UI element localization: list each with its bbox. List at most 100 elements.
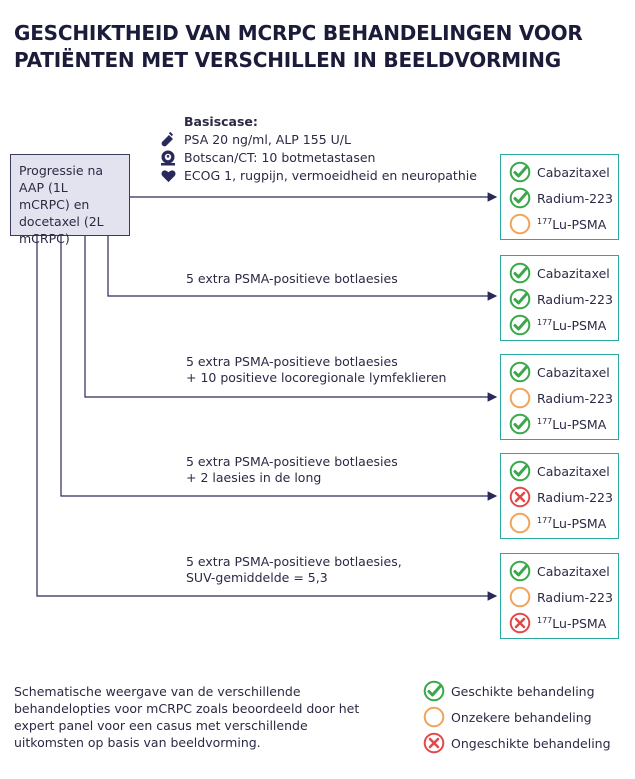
- connector-5: [36, 236, 498, 601]
- treatment-row-lu: 177Lu-PSMA: [509, 510, 618, 536]
- figure-caption: Schematische weergave van de verschillen…: [14, 684, 360, 750]
- isotope-name: Lu-PSMA: [552, 515, 607, 531]
- check-icon: [509, 288, 531, 310]
- scenario-line: 5 extra PSMA-positieve botlaesies: [186, 271, 398, 286]
- treatment-row-lu: 177Lu-PSMA: [509, 610, 618, 636]
- basecase-item: ECOG 1, rugpijn, vermoeidheid en neuropa…: [158, 167, 477, 185]
- isotope-name: Lu-PSMA: [552, 615, 607, 631]
- check-icon: [509, 413, 531, 435]
- legend-item-unsuitable: Ongeschikte behandeling: [423, 730, 611, 756]
- check-icon: [509, 187, 531, 209]
- check-icon: [509, 314, 531, 336]
- treatment-label: Cabazitaxel: [537, 463, 610, 479]
- check-icon: [509, 262, 531, 284]
- treatment-label: 177Lu-PSMA: [537, 417, 606, 432]
- treatment-row-cabazitaxel: Cabazitaxel: [509, 359, 618, 385]
- treatment-label: Radium-223: [537, 390, 613, 406]
- start-box: Progressie na AAP (1L mCRPC) en docetaxe…: [10, 154, 130, 246]
- treatment-label: Cabazitaxel: [537, 164, 610, 180]
- treatment-label: 177Lu-PSMA: [537, 616, 606, 631]
- legend: Geschikte behandeling Onzekere behandeli…: [423, 678, 611, 756]
- legend-label: Ongeschikte behandeling: [451, 735, 611, 751]
- scenario-2: 5 extra PSMA-positieve botlaesies: [186, 271, 398, 287]
- scenario-line: 5 extra PSMA-positieve botlaesies: [186, 354, 398, 369]
- test-tube-icon: [158, 131, 178, 149]
- treatment-label: Radium-223: [537, 489, 613, 505]
- cross-icon: [509, 612, 531, 634]
- legend-label: Geschikte behandeling: [451, 683, 595, 699]
- isotope-superscript: 177: [537, 416, 553, 426]
- cross-icon: [509, 486, 531, 508]
- treatment-row-radium: Radium-223: [509, 584, 618, 610]
- scenario-line: 5 extra PSMA-positieve botlaesies,: [186, 554, 402, 569]
- check-icon: [509, 460, 531, 482]
- scanner-icon: [158, 149, 178, 167]
- basecase: Basiscase: PSA 20 ng/ml, ALP 155 U/L Bot…: [158, 113, 477, 185]
- connector-2: [107, 236, 498, 301]
- treatment-row-cabazitaxel: Cabazitaxel: [509, 260, 618, 286]
- legend-item-uncertain: Onzekere behandeling: [423, 704, 611, 730]
- isotope-name: Lu-PSMA: [552, 317, 607, 333]
- basecase-item: PSA 20 ng/ml, ALP 155 U/L: [158, 131, 477, 149]
- scenario-line: 5 extra PSMA-positieve botlaesies: [186, 454, 398, 469]
- treatment-row-radium: Radium-223: [509, 484, 618, 510]
- treatment-row-lu: 177Lu-PSMA: [509, 312, 618, 338]
- check-icon: [509, 361, 531, 383]
- circle-icon: [509, 387, 531, 409]
- basecase-text: PSA 20 ng/ml, ALP 155 U/L: [184, 132, 351, 147]
- cross-icon: [423, 732, 445, 754]
- scenario-line: + 10 positieve locoregionale lymfekliere…: [186, 370, 447, 385]
- connector-3: [84, 236, 498, 402]
- basecase-text: Botscan/CT: 10 botmetastasen: [184, 150, 376, 165]
- treatment-row-cabazitaxel: Cabazitaxel: [509, 159, 618, 185]
- treatment-row-radium: Radium-223: [509, 385, 618, 411]
- isotope-superscript: 177: [537, 515, 553, 525]
- treatment-label: Radium-223: [537, 190, 613, 206]
- legend-item-suitable: Geschikte behandeling: [423, 678, 611, 704]
- circle-icon: [509, 586, 531, 608]
- isotope-superscript: 177: [537, 615, 553, 625]
- heart-icon: [158, 167, 178, 185]
- treatment-label: Cabazitaxel: [537, 265, 610, 281]
- basecase-text: ECOG 1, rugpijn, vermoeidheid en neuropa…: [184, 168, 477, 183]
- page-title: GESCHIKTHEID VAN MCRPC BEHANDELINGEN VOO…: [14, 21, 583, 72]
- treatment-label: Cabazitaxel: [537, 364, 610, 380]
- treatment-row-cabazitaxel: Cabazitaxel: [509, 458, 618, 484]
- treatment-row-lu: 177Lu-PSMA: [509, 211, 618, 237]
- treatment-label: Cabazitaxel: [537, 563, 610, 579]
- isotope-name: Lu-PSMA: [552, 216, 607, 232]
- scenario-line: SUV-gemiddelde = 5,3: [186, 570, 328, 585]
- check-icon: [423, 680, 445, 702]
- scenario-4: 5 extra PSMA-positieve botlaesies + 2 la…: [186, 454, 398, 486]
- scenario-5: 5 extra PSMA-positieve botlaesies, SUV-g…: [186, 554, 402, 586]
- isotope-superscript: 177: [537, 317, 553, 327]
- treatment-label: Radium-223: [537, 291, 613, 307]
- check-icon: [509, 560, 531, 582]
- isotope-superscript: 177: [537, 216, 553, 226]
- treatment-label: 177Lu-PSMA: [537, 217, 606, 232]
- circle-icon: [509, 512, 531, 534]
- treatment-label: 177Lu-PSMA: [537, 516, 606, 531]
- treatment-row-cabazitaxel: Cabazitaxel: [509, 558, 618, 584]
- scenario-3: 5 extra PSMA-positieve botlaesies + 10 p…: [186, 354, 446, 386]
- circle-icon: [509, 213, 531, 235]
- basecase-item: Botscan/CT: 10 botmetastasen: [158, 149, 477, 167]
- treatment-label: 177Lu-PSMA: [537, 318, 606, 333]
- treatment-row-lu: 177Lu-PSMA: [509, 411, 618, 437]
- circle-icon: [423, 706, 445, 728]
- connector-4: [60, 236, 498, 501]
- legend-label: Onzekere behandeling: [451, 709, 592, 725]
- check-icon: [509, 161, 531, 183]
- treatment-row-radium: Radium-223: [509, 286, 618, 312]
- scenario-line: + 2 laesies in de long: [186, 470, 322, 485]
- isotope-name: Lu-PSMA: [552, 416, 607, 432]
- basecase-heading: Basiscase:: [184, 114, 258, 129]
- treatment-row-radium: Radium-223: [509, 185, 618, 211]
- treatment-label: Radium-223: [537, 589, 613, 605]
